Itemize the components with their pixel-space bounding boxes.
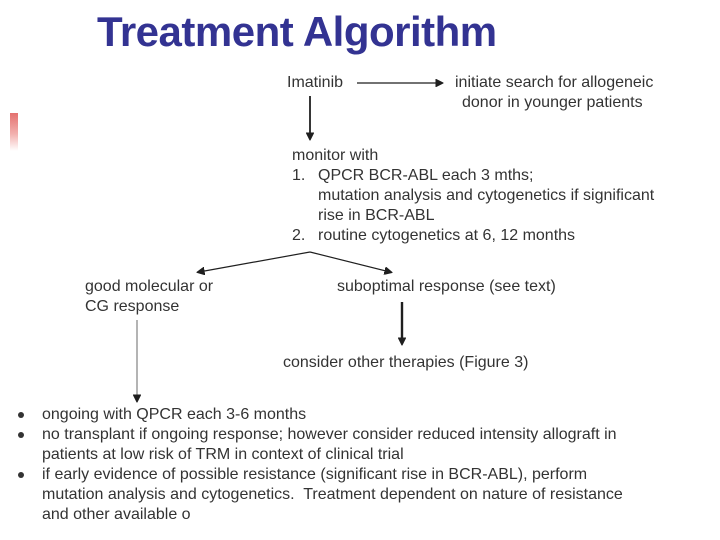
flowchart-node-good-response: good molecular or CG response [85, 277, 213, 317]
bullet-icon [18, 412, 24, 418]
imatinib-label: Imatinib [287, 74, 344, 91]
donor-search-line2: donor in younger patients [462, 94, 643, 111]
bullet-2-line-1: no transplant if ongoing response; howev… [42, 426, 617, 443]
bullet-3-line-1: if early evidence of possible resistance… [42, 466, 588, 483]
monitor-item-1-text: QPCR BCR-ABL each 3 mths; mutation analy… [318, 166, 654, 226]
donor-search-line1: initiate search for allogeneic [455, 74, 654, 91]
flowchart-node-suboptimal-response: suboptimal response (see text) [337, 277, 556, 297]
bullet-icon [18, 472, 24, 478]
monitor-item-1-number: 1. [292, 167, 306, 184]
monitor-heading: monitor with [292, 147, 379, 164]
list-item: if early evidence of possible resistance… [18, 465, 710, 525]
flowchart-node-monitor: monitor with 1. QPCR BCR-ABL each 3 mths… [292, 146, 654, 246]
good-response-line1: good molecular or [85, 278, 214, 295]
flowchart-node-donor-search: initiate search for allogeneic donor in … [455, 73, 653, 113]
arrow-split-right [309, 251, 390, 272]
bullet-list: ongoing with QPCR each 3-6 months no tra… [18, 405, 710, 525]
bullet-1-line-1: ongoing with QPCR each 3-6 months [42, 406, 307, 423]
monitor-item-1-line2: mutation analysis and cytogenetics if si… [318, 187, 655, 204]
good-response-line2: CG response [85, 298, 180, 315]
arrow-split-left [199, 251, 311, 272]
list-item: ongoing with QPCR each 3-6 months [18, 405, 710, 425]
list-item: no transplant if ongoing response; howev… [18, 425, 710, 465]
bullet-3-line-3: and other available o [42, 506, 191, 523]
flowchart-node-other-therapies: consider other therapies (Figure 3) [283, 353, 528, 373]
page-title: Treatment Algorithm [97, 8, 497, 55]
monitor-item-1: 1. QPCR BCR-ABL each 3 mths; mutation an… [292, 166, 654, 226]
bullet-icon [18, 432, 24, 438]
monitor-item-2: 2. routine cytogenetics at 6, 12 months [292, 226, 654, 246]
monitor-item-2-number: 2. [292, 227, 306, 244]
monitor-item-1-line1: QPCR BCR-ABL each 3 mths; [318, 167, 534, 184]
flowchart-node-imatinib: Imatinib [287, 73, 343, 93]
monitor-item-2-text: routine cytogenetics at 6, 12 months [318, 227, 576, 244]
other-therapies-label: consider other therapies (Figure 3) [283, 354, 529, 371]
monitor-item-1-line3: rise in BCR-ABL [318, 207, 435, 224]
accent-bar [10, 113, 18, 151]
bullet-2-line-2: patients at low risk of TRM in context o… [42, 446, 404, 463]
suboptimal-response-label: suboptimal response (see text) [337, 278, 556, 295]
bullet-3-line-2: mutation analysis and cytogenetics. Trea… [42, 486, 623, 503]
